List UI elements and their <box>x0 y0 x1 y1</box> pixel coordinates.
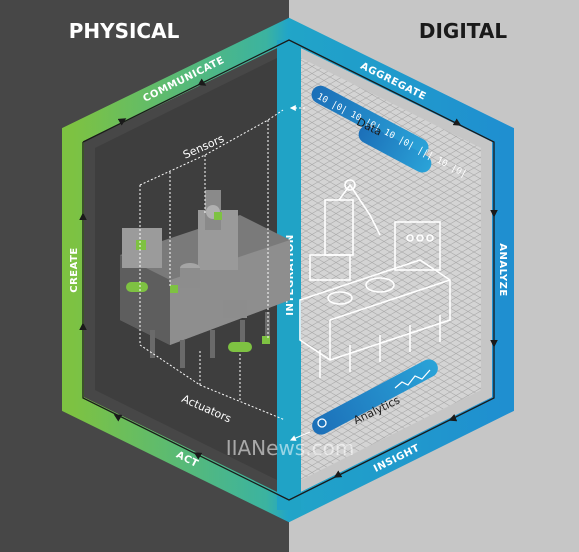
flow-arrow-insight <box>448 414 458 422</box>
digital-machine <box>299 179 451 378</box>
heading-digital: DIGITAL <box>419 19 507 43</box>
sensor-lines <box>139 109 286 421</box>
label-integration: INTEGRATION <box>285 234 296 316</box>
flow-arrow-aggregate <box>452 118 462 126</box>
cycle-flow-line <box>82 39 495 501</box>
flow-arrow-insight-2 <box>333 470 343 478</box>
flow-arrow-communicate <box>197 78 207 86</box>
physical-machine <box>120 190 290 368</box>
watermark: IIANews.com <box>226 436 355 460</box>
label-analyze: ANALYZE <box>497 243 508 297</box>
heading-physical: PHYSICAL <box>69 19 180 43</box>
flow-arrow-act <box>193 452 203 460</box>
flow-arrow-communicate-2 <box>117 118 127 126</box>
analytics-connector-arrow <box>289 431 311 441</box>
flow-arrow-act-2 <box>113 414 123 422</box>
analytics-bar <box>312 359 438 435</box>
label-create: CREATE <box>69 247 80 293</box>
